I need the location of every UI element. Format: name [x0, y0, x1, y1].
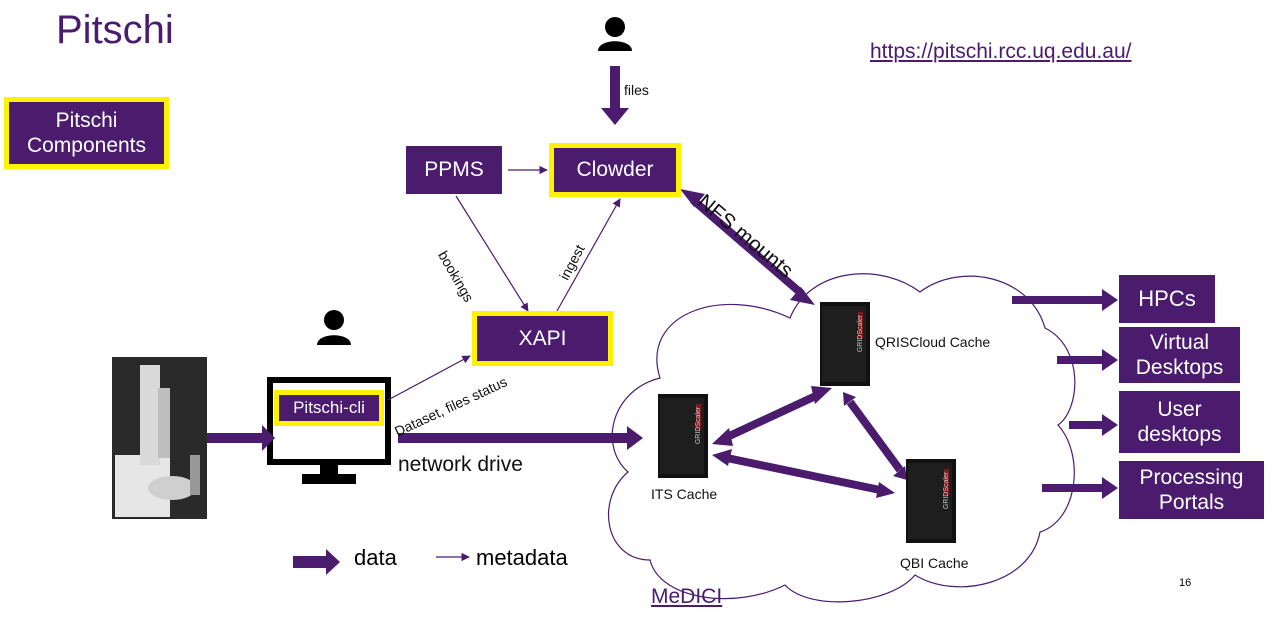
- network-drive-label: network drive: [398, 453, 523, 476]
- files-label: files: [624, 82, 649, 98]
- ppms-node: PPMS: [406, 146, 502, 194]
- hpcs-node: HPCs: [1119, 275, 1215, 323]
- data-arrows: [207, 66, 1118, 575]
- medici-link[interactable]: MeDICI: [651, 585, 723, 608]
- page-title: Pitschi: [56, 8, 174, 52]
- qriscloud-cache-label: QRISCloud Cache: [875, 334, 991, 350]
- pitschi-components-box: Pitschi Components: [4, 97, 169, 169]
- server-brand-label: GRIDScaler: [695, 406, 703, 445]
- person-icon: [317, 310, 351, 345]
- medici-cloud: [607, 273, 1076, 603]
- legend-metadata-label: metadata: [476, 545, 568, 570]
- its-cache-label: ITS Cache: [651, 486, 718, 502]
- clowder-node: Clowder: [549, 143, 681, 197]
- virtual-desktops-node: Virtual Desktops: [1119, 327, 1240, 383]
- server-rack-icon: [820, 302, 870, 386]
- server-brand-label: GRIDScaler: [943, 471, 951, 510]
- server-rack-icon: [658, 394, 708, 478]
- pitschi-cli-node: Pitschi-cli: [274, 390, 384, 426]
- server-brand-label: GRIDScaler: [857, 314, 865, 353]
- user-desktops-node: User desktops: [1119, 391, 1240, 453]
- qbi-cache-label: QBI Cache: [900, 555, 969, 571]
- microscope-image: [112, 357, 207, 519]
- legend-data-label: data: [354, 545, 397, 570]
- page-number: 16: [1179, 577, 1192, 589]
- person-icon: [598, 17, 632, 51]
- processing-portals-node: Processing Portals: [1119, 461, 1264, 519]
- xapi-node: XAPI: [472, 311, 613, 366]
- server-rack-icon: [906, 459, 956, 543]
- pitschi-url-link[interactable]: https://pitschi.rcc.uq.edu.au/: [870, 40, 1132, 63]
